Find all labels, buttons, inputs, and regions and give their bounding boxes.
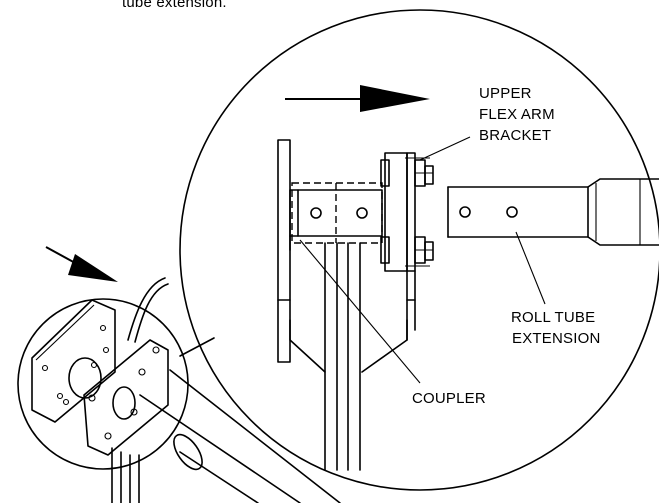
overview-circle (17, 298, 189, 470)
label-roll-tube-line-1: ROLL TUBE (511, 309, 596, 326)
lower-bolt (380, 236, 434, 267)
roll-tube-extension (447, 178, 659, 246)
label-roll-tube-line-2: EXTENSION (512, 330, 601, 347)
direction-arrow-detail (285, 85, 430, 112)
label-upper-line-2: FLEX ARM (479, 106, 555, 123)
caption-fragment: tube extension. (122, 0, 227, 11)
overview-back-plate (31, 299, 116, 423)
leader-coupler (299, 239, 421, 384)
coupler (289, 182, 383, 244)
roll-tube-overview (139, 369, 341, 503)
leader-roll-tube (515, 231, 546, 305)
overview-view (17, 246, 259, 503)
detail-view (179, 9, 659, 491)
coupler-bolt-hole-2 (356, 207, 368, 219)
detail-circle (179, 9, 659, 491)
leader-upper-bracket (419, 136, 471, 161)
direction-arrow-overview (45, 246, 118, 282)
tube-bolt-hole-1 (459, 206, 471, 218)
coupler-bolt-hole-1 (310, 207, 322, 219)
left-plate (277, 139, 291, 363)
tube-bolt-hole-2 (506, 206, 518, 218)
upper-bolt (380, 157, 434, 187)
support-tubes (289, 235, 361, 471)
overview-front-plate (83, 339, 169, 456)
label-coupler: COUPLER (412, 390, 486, 407)
label-upper-line-1: UPPER (479, 85, 532, 102)
label-upper-line-3: BRACKET (479, 127, 552, 144)
